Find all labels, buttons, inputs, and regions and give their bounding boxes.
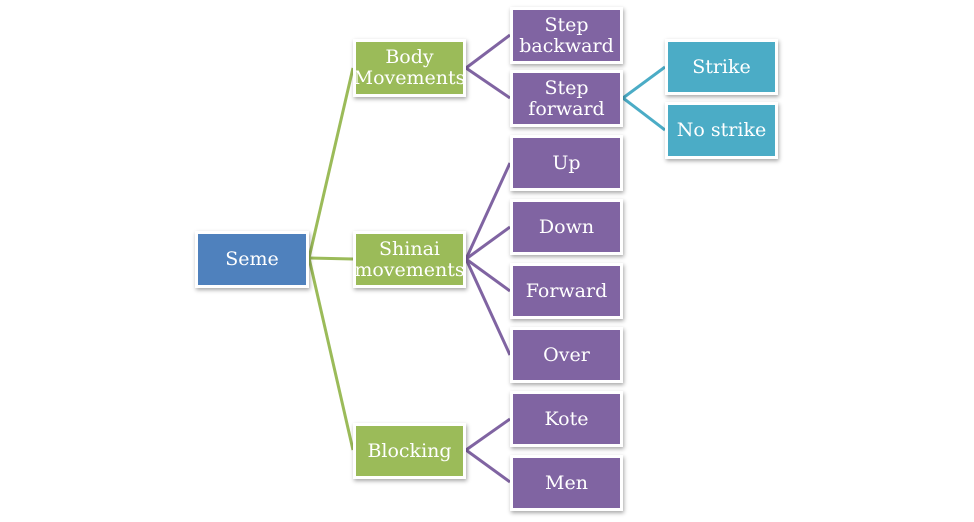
connector-blocking-kote [465, 417, 511, 452]
connector-shinai-down [465, 225, 511, 261]
connector-body-forward [465, 66, 511, 100]
node-down: Down [510, 199, 623, 255]
node-blocking: Blocking [353, 423, 466, 479]
connector-seme-body [307, 67, 355, 259]
connector-shinai-up [464, 162, 512, 260]
node-no-strike: No strike [665, 102, 778, 159]
connector-body-backward [465, 33, 511, 70]
connector-seme-shinai [308, 256, 354, 261]
connector-shinai-forward [465, 257, 511, 293]
connector-blocking-men [465, 448, 511, 484]
node-kote: Kote [510, 391, 623, 447]
node-over: Over [510, 327, 623, 383]
node-up: Up [510, 135, 623, 191]
node-forward: Forward [510, 263, 623, 319]
node-men: Men [510, 455, 623, 511]
connector-forward-nostrike [622, 96, 666, 132]
node-seme: Seme [195, 231, 309, 288]
node-strike: Strike [665, 39, 778, 95]
node-shinai-movements: Shinai movements [353, 231, 466, 288]
connector-forward-strike [622, 65, 666, 100]
node-step-backward: Step backward [510, 7, 623, 64]
node-body-movements: Body Movements [353, 39, 466, 97]
connector-seme-blocking [307, 257, 355, 451]
node-step-forward: Step forward [510, 70, 623, 127]
connector-shinai-over [464, 258, 512, 356]
